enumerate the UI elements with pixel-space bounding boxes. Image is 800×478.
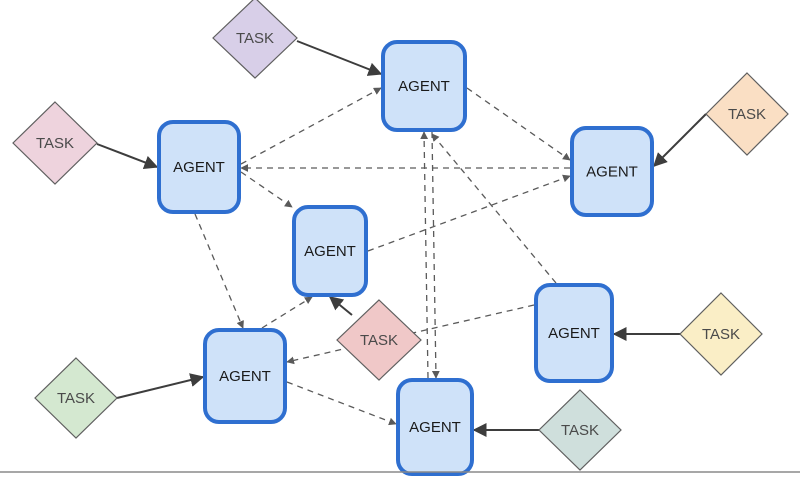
edge-agent-lower-left-to-agent-bottom [286,381,397,426]
agent-right-shape[interactable] [570,126,654,217]
agent-right-lower[interactable]: AGENT [534,283,614,383]
agent-top-shape[interactable] [381,40,467,132]
task-green[interactable]: TASK [34,357,118,439]
edge-task-red-to-agent-center [328,296,353,316]
agent-top[interactable]: AGENT [381,40,467,132]
task-purple-shape[interactable] [212,0,298,79]
agent-lower-left-shape[interactable] [203,328,287,424]
agent-right-lower-shape[interactable] [534,283,614,383]
edge-agent-left-to-agent-lower-left [194,213,244,329]
agent-bottom-shape[interactable] [396,378,474,476]
edge-agent-left-to-agent-center [240,171,293,208]
agent-bottom[interactable]: AGENT [396,378,474,476]
task-purple[interactable]: TASK [212,0,298,79]
task-yellow-shape[interactable] [679,292,763,376]
edge-task-green-to-agent-lower-left [116,373,205,399]
edge-agent-top-to-agent-bottom [431,131,440,379]
agent-center-shape[interactable] [292,205,368,297]
task-teal[interactable]: TASK [538,389,622,471]
agent-left[interactable]: AGENT [157,120,241,214]
task-teal-shape[interactable] [538,389,622,471]
agent-lower-left[interactable]: AGENT [203,328,287,424]
task-red-shape[interactable] [336,299,422,381]
edge-task-purple-to-agent-top [296,40,383,76]
edge-agent-center-to-agent-right [367,174,571,252]
task-pink-shape[interactable] [12,101,98,185]
task-orange[interactable]: TASK [705,72,789,156]
agent-right[interactable]: AGENT [570,126,654,217]
edge-task-orange-to-agent-right [653,113,707,167]
agent-left-shape[interactable] [157,120,241,214]
edge-agent-left-to-agent-top [240,87,382,165]
edge-task-pink-to-agent-left [96,143,159,170]
agent-center[interactable]: AGENT [292,205,368,297]
edge-agent-bottom-to-agent-top [420,131,429,379]
task-orange-shape[interactable] [705,72,789,156]
edge-agent-top-to-agent-right [466,87,571,161]
task-green-shape[interactable] [34,357,118,439]
task-yellow[interactable]: TASK [679,292,763,376]
edge-agent-lower-left-to-agent-center [261,296,313,329]
edge-agent-right-lower-to-agent-top [431,133,557,284]
task-pink[interactable]: TASK [12,101,98,185]
task-to-agent-edges [96,40,707,437]
